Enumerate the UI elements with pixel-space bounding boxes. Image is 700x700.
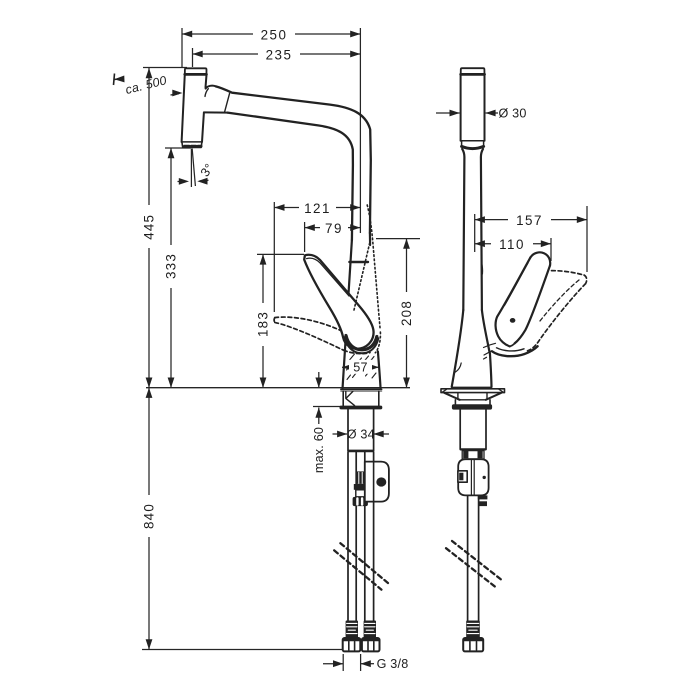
svg-text:121: 121 — [304, 201, 331, 216]
svg-text:157: 157 — [516, 213, 543, 228]
svg-text:max. 60: max. 60 — [312, 427, 326, 473]
svg-text:Ø 34: Ø 34 — [347, 427, 375, 441]
svg-text:333: 333 — [163, 253, 178, 279]
svg-text:208: 208 — [399, 300, 414, 326]
svg-text:Ø 30: Ø 30 — [498, 106, 526, 120]
svg-text:110: 110 — [499, 237, 525, 252]
svg-text:235: 235 — [266, 47, 293, 62]
svg-text:445: 445 — [141, 214, 156, 240]
svg-text:840: 840 — [141, 503, 156, 529]
svg-text:183: 183 — [255, 311, 270, 337]
svg-text:250: 250 — [261, 27, 288, 42]
svg-text:57: 57 — [353, 361, 367, 375]
svg-text:G 3/8: G 3/8 — [377, 657, 409, 671]
svg-text:79: 79 — [325, 221, 343, 236]
